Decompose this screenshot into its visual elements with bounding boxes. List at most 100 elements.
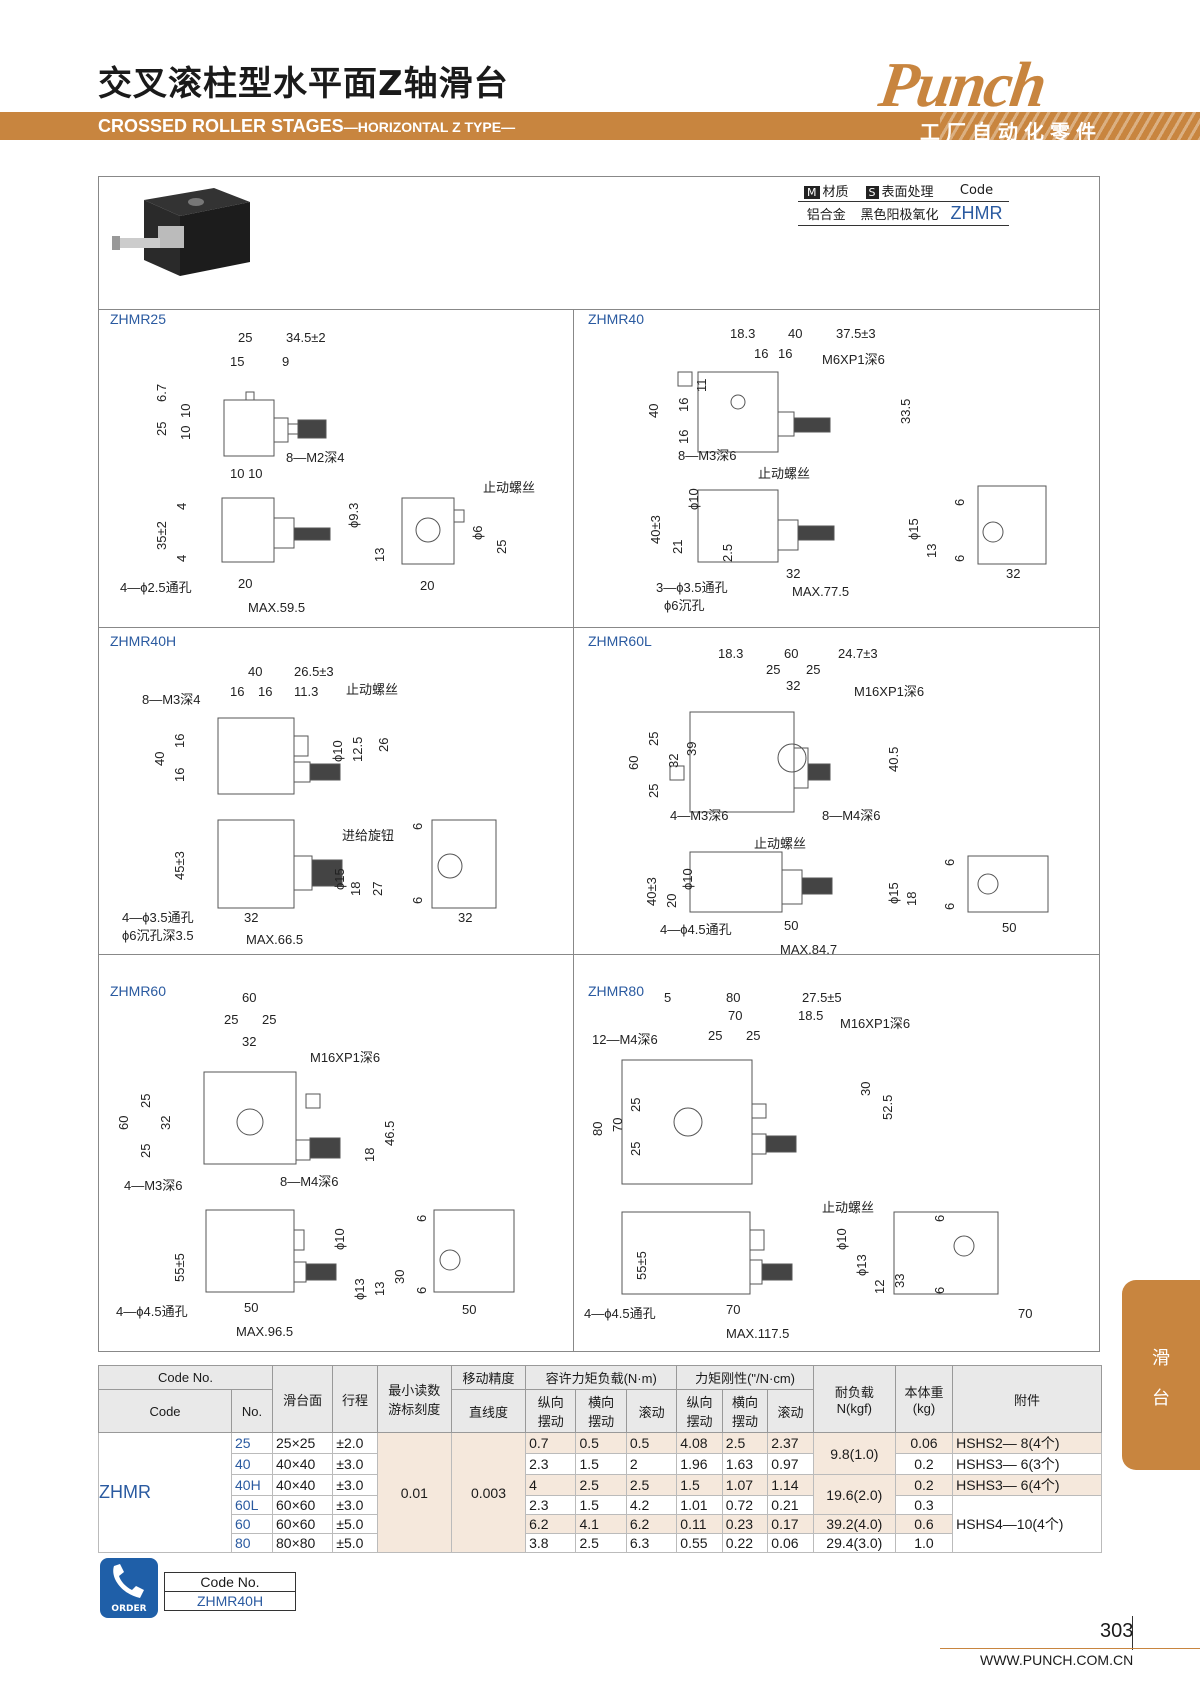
zhmr40h-dim-16a: 16	[230, 684, 244, 699]
order-code-value: ZHMR40H	[164, 1591, 296, 1611]
cell-weight: 0.2	[894, 1474, 954, 1496]
th-accuracy: 移动精度	[450, 1365, 527, 1390]
zhmr60-dim-32v: 32	[158, 1116, 173, 1130]
zhmr80-label: ZHMR80	[588, 983, 644, 999]
cell-no: 80	[231, 1533, 273, 1553]
zhmr80-dim-10: ϕ10	[834, 1228, 849, 1250]
page-subtitle-en: CROSSED ROLLER STAGES—HORIZONTAL Z TYPE—	[98, 116, 515, 137]
cell-surface: 80×80	[271, 1533, 334, 1553]
cell-load-pitch: 4	[525, 1474, 577, 1496]
zhmr40h-hole: 4—ϕ3.5通孔	[122, 910, 194, 925]
banner-stripes	[940, 100, 1200, 140]
table-row: ZHMR 25 25×25 ±2.0 0.01 0.003 0.7 0.5 0.…	[98, 1432, 1102, 1553]
zhmr60-m16: M16XP1深6	[310, 1050, 380, 1065]
zhmr60l-dim-15: ϕ15	[886, 882, 901, 904]
zhmr40h-dim-6a: 6	[410, 823, 425, 830]
zhmr40h-dim-32: 32	[244, 910, 258, 925]
zhmr40-dim-183: 18.3	[730, 326, 755, 341]
cell-no: 60	[231, 1514, 273, 1534]
zhmr60l-m4: 8—M4深6	[822, 808, 881, 823]
cell-travel: ±3.0	[332, 1495, 378, 1515]
zhmr25-dim-20r: 20	[420, 578, 434, 593]
zhmr60l-dim-25v1: 25	[646, 732, 661, 746]
zhmr40-dim-40v: 40	[646, 404, 661, 418]
cell-rig-roll: 0.06	[767, 1533, 814, 1553]
zhmr60l-dim-247: 24.7±3	[838, 646, 878, 661]
zhmr40-dim-335: 33.5	[898, 399, 913, 424]
zhmr80-dim-6b: 6	[932, 1287, 947, 1294]
zhmr25-dim-6: ϕ6	[470, 525, 485, 540]
zhmr25-dim-25: 25	[238, 330, 252, 345]
cell-rig-roll: 0.21	[767, 1495, 814, 1515]
th-code-no: Code No.	[98, 1365, 273, 1390]
zhmr40h-max: MAX.66.5	[246, 932, 303, 947]
cell-no: 25	[231, 1432, 273, 1454]
th-rig-yaw-1: 横向	[732, 1395, 759, 1410]
cell-surface: 40×40	[271, 1474, 334, 1496]
zhmr40-dim-40: 40	[788, 326, 802, 341]
zhmr60-dim-6a: 6	[414, 1215, 429, 1222]
zhmr60l-max: MAX.84.7	[780, 942, 837, 957]
zhmr40h-dim-26: 26	[376, 738, 391, 752]
zhmr80-m4: 12—M4深6	[592, 1032, 658, 1047]
zhmr60-dim-30: 30	[392, 1270, 407, 1284]
divider-h0	[99, 309, 1099, 310]
side-tab-line1: 滑	[1152, 1348, 1170, 1369]
zhmr80-dim-5: 5	[664, 990, 671, 1005]
zhmr40h-dim-40v: 40	[152, 752, 167, 766]
zhmr60l-dim-405: 40.5	[886, 747, 901, 772]
zhmr60l-dim-25a: 25	[766, 662, 780, 677]
zhmr40h-drawing: ZHMR40H 40 26.5±3 8—M3深4 16 16 11.3 止动螺丝…	[110, 633, 497, 947]
cell-rig-pitch: 4.08	[676, 1432, 723, 1454]
cell-travel: ±3.0	[332, 1474, 378, 1496]
th-load-pitch: 纵向摆动	[525, 1389, 577, 1433]
side-tab-line2: 台	[1152, 1388, 1170, 1409]
zhmr25-hole: 4—ϕ2.5通孔	[120, 580, 192, 595]
cell-min-read: 0.01	[376, 1432, 452, 1553]
cell-rig-yaw: 1.07	[721, 1474, 769, 1496]
cell-load-yaw: 2.5	[575, 1474, 627, 1496]
cell-load-yaw: 2.5	[575, 1533, 627, 1553]
zhmr80-dim-70r: 70	[1018, 1306, 1032, 1321]
cell-rig-yaw: 0.22	[721, 1533, 769, 1553]
cell-rig-pitch: 0.55	[676, 1533, 723, 1553]
th-rigidity: 力矩刚性("/N·cm)	[676, 1365, 814, 1390]
zhmr80-dim-25b: 25	[746, 1028, 760, 1043]
zhmr60l-dim-183: 18.3	[718, 646, 743, 661]
zhmr60-dim-50: 50	[244, 1300, 258, 1315]
cell-surface: 25×25	[271, 1432, 334, 1454]
zhmr40h-dim-10: ϕ10	[330, 740, 345, 762]
zhmr40h-dim-125: 12.5	[350, 737, 365, 762]
zhmr40h-m3: 8—M3深4	[142, 692, 201, 707]
zhmr40h-dim-32r: 32	[458, 910, 472, 925]
side-category-tab[interactable]: 滑 台	[1122, 1280, 1200, 1470]
zhmr80-dim-12: 12	[872, 1280, 887, 1294]
cell-load-roll: 6.3	[625, 1533, 678, 1553]
th-rig-yaw: 横向摆动	[721, 1389, 769, 1433]
cell-rig-roll: 1.14	[767, 1474, 814, 1496]
th-capacity-1: 耐负载	[834, 1385, 874, 1400]
zhmr60-dim-60v: 60	[116, 1116, 131, 1130]
zhmr25-dim-345: 34.5±2	[286, 330, 326, 345]
spec-table: Code No. 滑台面 行程 最小读数游标刻度 移动精度 容许力矩负载(N·m…	[98, 1365, 1102, 1553]
zhmr25-label: ZHMR25	[110, 311, 166, 327]
table-row: 80 80×80 ±5.0 3.8 2.5 6.3 0.55 0.22 0.06…	[99, 1533, 1102, 1553]
material-value: 铝合金	[798, 201, 855, 226]
drawings-canvas: ZHMR25 25 34.5±2 15 9 6.7 25 10 10 10 10…	[110, 311, 1049, 1341]
cell-accessory: HSHS4—10(4个)	[952, 1495, 1102, 1553]
zhmr40h-dim-6b: 6	[410, 897, 425, 904]
table-row: 60L 60×60 ±3.0 2.3 1.5 4.2 1.01 0.72 0.2…	[99, 1495, 1102, 1553]
cell-capacity: 29.4(3.0)	[812, 1533, 896, 1553]
zhmr40h-dim-27: 27	[370, 882, 385, 896]
cell-rig-yaw: 2.5	[721, 1432, 769, 1454]
zhmr60-dim-10: ϕ10	[332, 1228, 347, 1250]
th-load-yaw: 横向摆动	[575, 1389, 627, 1433]
zhmr80-dim-70: 70	[728, 1008, 742, 1023]
zhmr40-dim-32: 32	[786, 566, 800, 581]
zhmr60-dim-60: 60	[242, 990, 256, 1005]
th-min-read: 最小读数游标刻度	[376, 1365, 452, 1433]
zhmr60l-dim-6a: 6	[942, 859, 957, 866]
zhmr60l-drawing: ZHMR60L 18.3 60 24.7±3 25 25 32 M16XP1深6…	[588, 633, 1049, 957]
th-straightness: 直线度	[450, 1389, 527, 1433]
zhmr40h-sink: ϕ6沉孔深3.5	[122, 928, 194, 943]
